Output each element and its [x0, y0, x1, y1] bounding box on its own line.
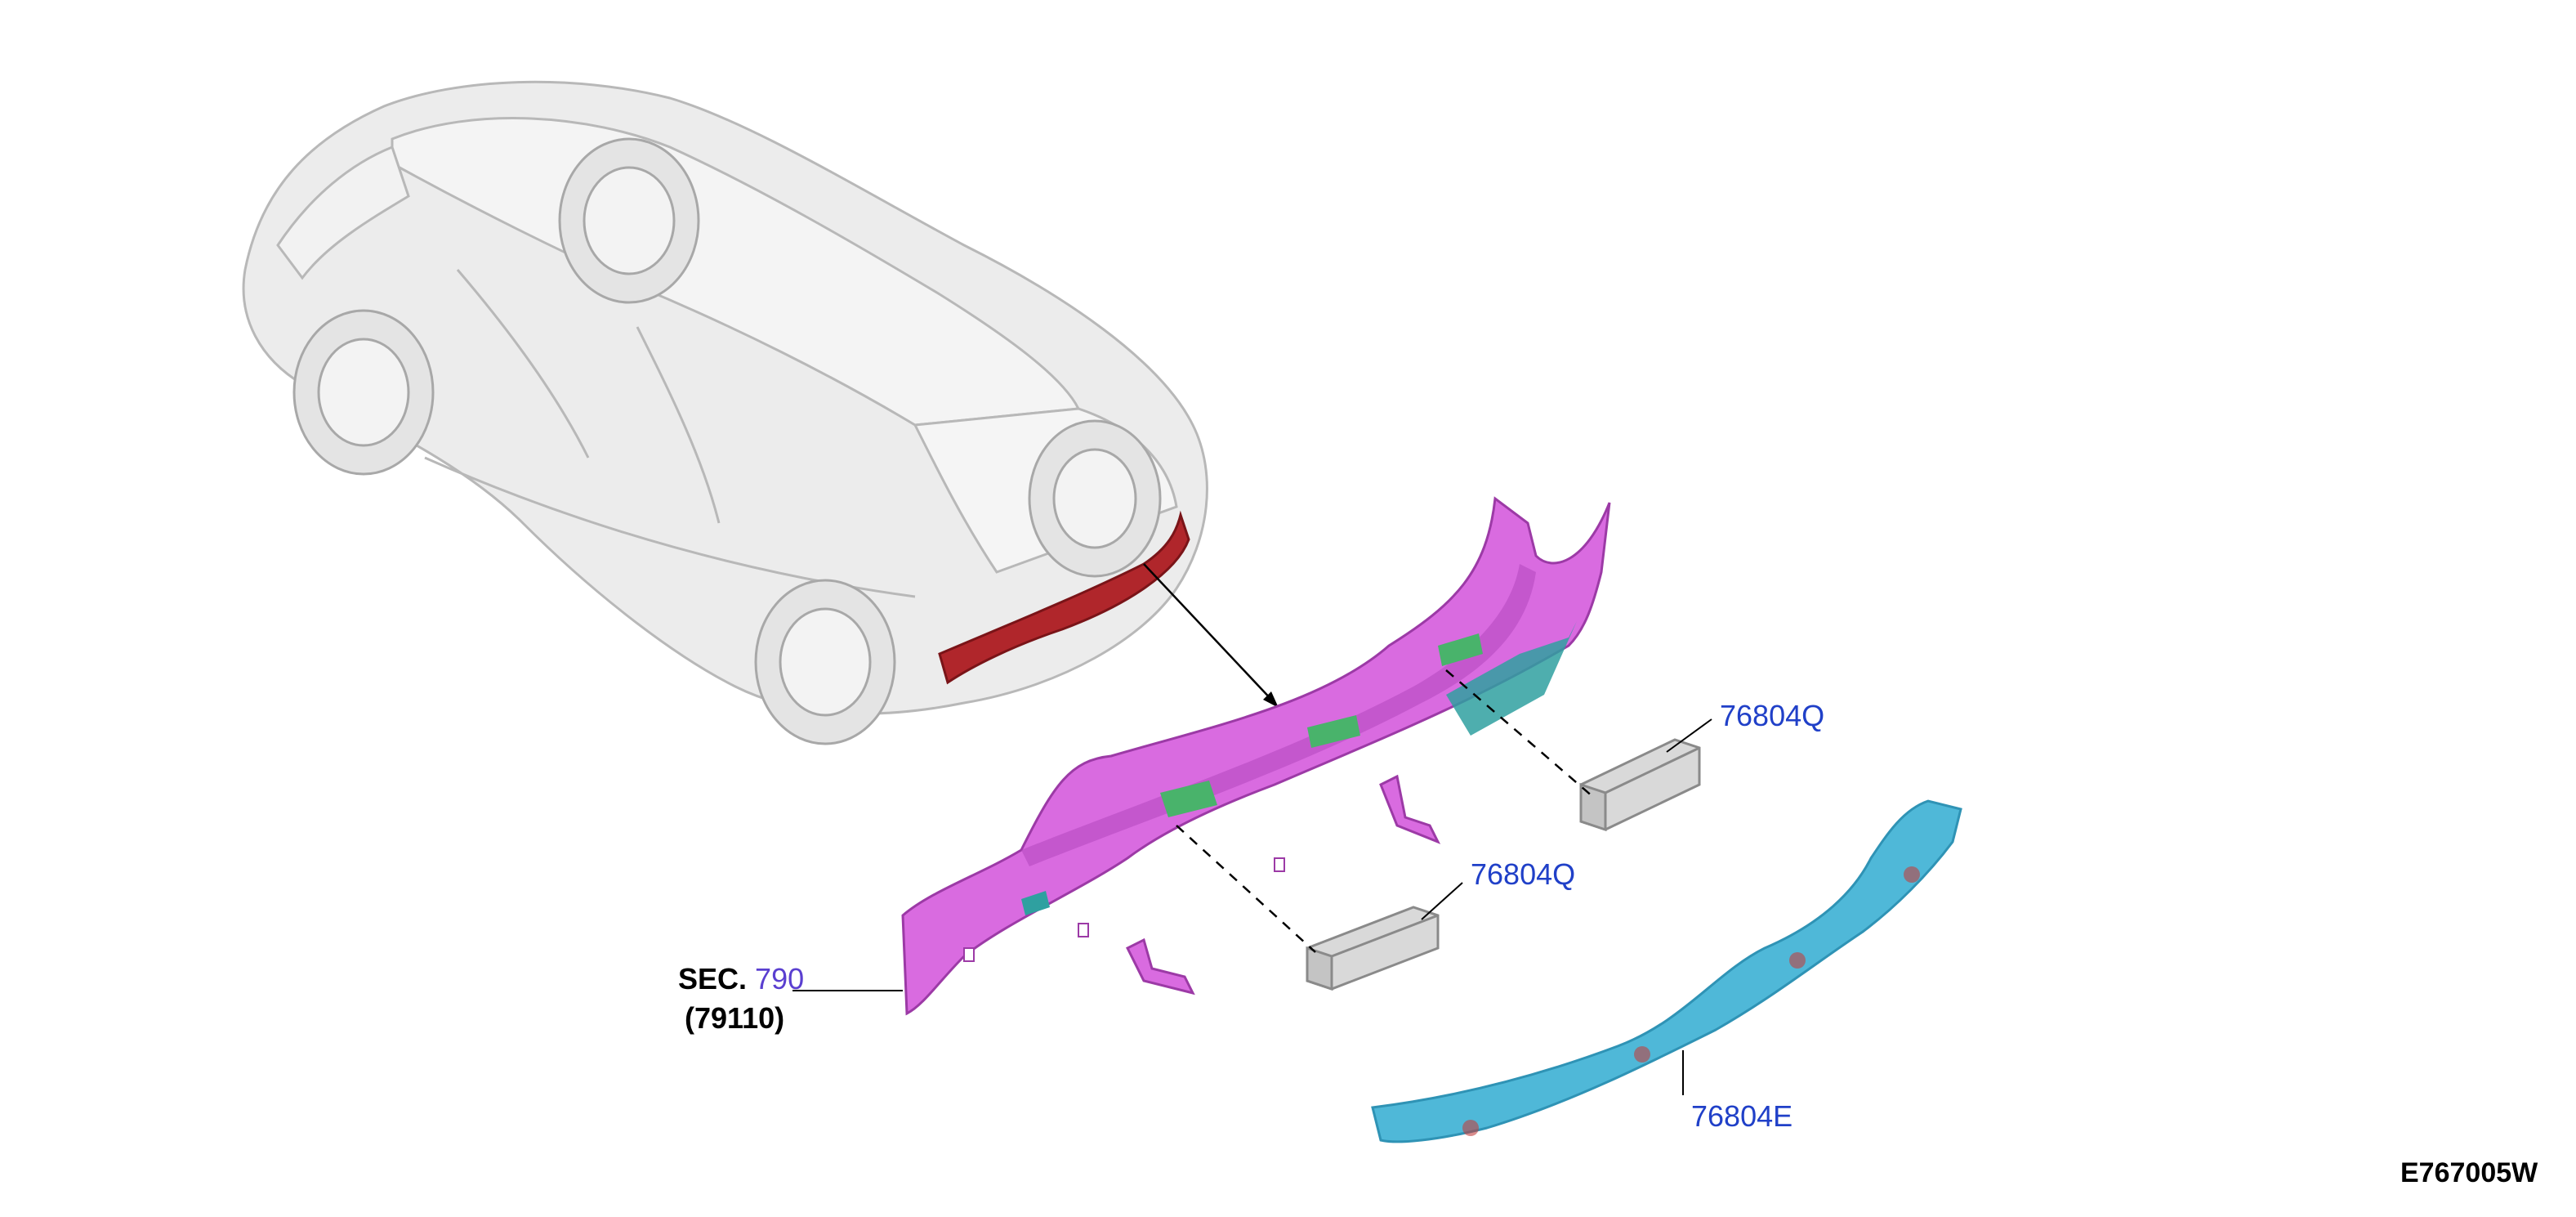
- install-guide-lines: [1176, 669, 1594, 953]
- bracket-upper: [1579, 738, 1701, 832]
- rear-panel: [901, 496, 1611, 1016]
- section-number-link[interactable]: 790: [755, 962, 805, 996]
- figure-code: E767005W: [2400, 1157, 2538, 1188]
- reinforcement: [1371, 799, 1962, 1143]
- callout-leaders: [792, 718, 1712, 1095]
- section-reference: SEC. 790: [678, 964, 804, 994]
- callout-reinforcement[interactable]: 76804E: [1691, 1099, 1793, 1133]
- callout-bracket-lower[interactable]: 76804Q: [1471, 857, 1576, 891]
- section-part-number: (79110): [685, 1001, 785, 1035]
- section-prefix: SEC.: [678, 962, 748, 996]
- leader-arrow: [1143, 563, 1279, 708]
- bracket-lower: [1306, 906, 1440, 991]
- vehicle-wheels: [292, 137, 1162, 745]
- callout-bracket-upper[interactable]: 76804Q: [1720, 699, 1825, 732]
- vehicle-rear-panel-highlight: [938, 510, 1190, 685]
